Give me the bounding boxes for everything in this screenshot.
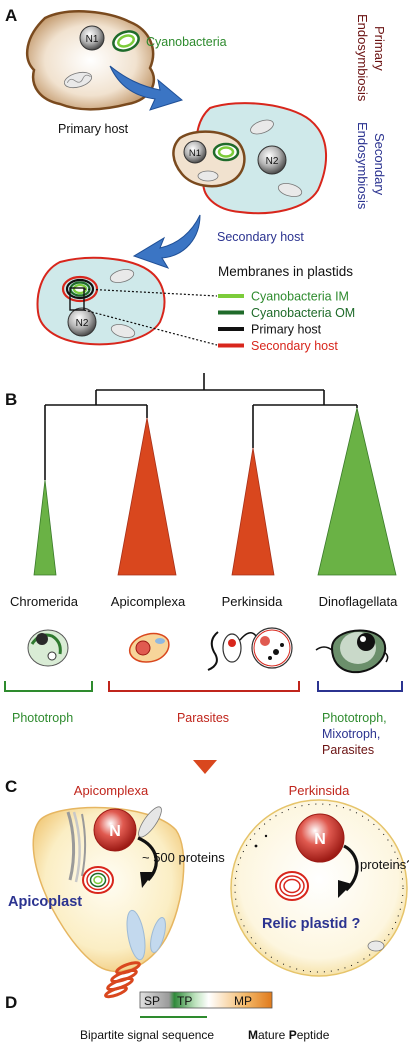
right-protein-count: proteins?	[360, 857, 409, 872]
panel-c-letter: C	[5, 777, 17, 796]
panel-d-letter: D	[5, 993, 17, 1012]
apicomplexa-cell: N	[32, 806, 185, 999]
bracket-parasites	[108, 681, 300, 692]
mature-M: M	[248, 1028, 258, 1042]
legend-label-1: Cyanobacteria OM	[251, 306, 355, 320]
chromerida-cell-icon	[27, 629, 69, 667]
dinoflagellata-cell-icon	[315, 629, 389, 674]
bracket-dinoflagellata	[317, 681, 403, 692]
panel-a-letter: A	[5, 6, 17, 25]
membranes-legend-title: Membranes in plastids	[218, 264, 353, 279]
secondary-sub: Endosymbiosis	[355, 122, 370, 210]
taxon-chromerida: Chromerida	[10, 594, 79, 609]
legend-label-0: Cyanobacteria IM	[251, 290, 349, 304]
group-phototroph: Phototroph	[12, 711, 73, 725]
apicoplast-label: Apicoplast	[8, 894, 82, 910]
secondary-host-plastid-cell: N2	[36, 256, 166, 346]
primary-host-label: Primary host	[58, 122, 129, 136]
sp-label: SP	[144, 994, 160, 1008]
import-arrow-left	[137, 836, 158, 882]
dinoflagellata-clade	[317, 407, 397, 576]
perkinsida-clade	[231, 447, 275, 576]
panel-b-letter: B	[5, 390, 17, 409]
zoom-line-bottom	[83, 309, 218, 346]
taxon-dinoflagellata: Dinoflagellata	[319, 594, 399, 609]
n1-label-secondary: N1	[189, 148, 201, 159]
group-parasites: Parasites	[177, 711, 229, 725]
n2-label-secondary: N2	[266, 156, 279, 167]
cyanobacteria-label: Cyanobacteria	[146, 35, 227, 49]
primary-title: Primary	[372, 26, 387, 71]
apicomplexa-clade	[117, 417, 177, 576]
mp-label: MP	[234, 994, 252, 1008]
left-protein-count: ~ 500 proteins	[142, 850, 225, 865]
dino-line-parasites: Parasites	[322, 743, 374, 757]
nucleus-right: N	[314, 831, 326, 848]
arrow-primary-to-secondary	[109, 65, 184, 111]
import-arrowhead-right	[338, 880, 352, 898]
mature-b: eptide	[297, 1028, 330, 1042]
perkinsida-cell-icon	[207, 627, 293, 671]
taxon-apicomplexa: Apicomplexa	[111, 594, 186, 609]
primary-host-cell: N1	[26, 10, 156, 111]
bracket-phototroph	[4, 681, 93, 692]
import-arrowhead-left	[140, 872, 154, 888]
legend-label-3: Secondary host	[251, 339, 338, 353]
chromerida-clade	[33, 479, 57, 576]
perkinsida-title: Perkinsida	[289, 783, 350, 798]
phylogenetic-tree	[44, 373, 358, 480]
apicomplexa-title: Apicomplexa	[74, 783, 149, 798]
membranes-legend: Cyanobacteria IM Cyanobacteria OM Primary …	[218, 290, 355, 353]
transit-peptide-bar	[139, 991, 273, 1009]
apicomplexa-cell-icon	[128, 632, 170, 663]
n2-label-final: N2	[76, 318, 89, 329]
relic-plastid-label: Relic plastid ?	[262, 916, 360, 932]
taxon-perkinsida: Perkinsida	[222, 594, 283, 609]
dino-line-phototroph: Phototroph,	[322, 711, 387, 725]
nucleus-left: N	[109, 823, 121, 840]
dino-line-mixotroph: Mixotroph,	[322, 727, 380, 741]
mature-peptide-label: Mature Peptide	[248, 1028, 330, 1042]
mature-a: ature	[258, 1028, 289, 1042]
down-arrow	[193, 760, 217, 774]
bipartite-label: Bipartite signal sequence	[80, 1028, 214, 1042]
secondary-title: Secondary	[372, 133, 387, 196]
n1-label: N1	[86, 34, 99, 45]
legend-label-2: Primary host	[251, 323, 322, 337]
arrow-secondary-to-host	[132, 214, 201, 269]
mature-P: P	[289, 1028, 297, 1042]
tp-label: TP	[177, 994, 192, 1008]
primary-sub: Endosymbiosis	[355, 14, 370, 102]
secondary-host-label: Secondary host	[217, 230, 304, 244]
secondary-host-cell: N2 N1	[172, 102, 327, 215]
perkinsida-cell: N	[230, 799, 408, 977]
